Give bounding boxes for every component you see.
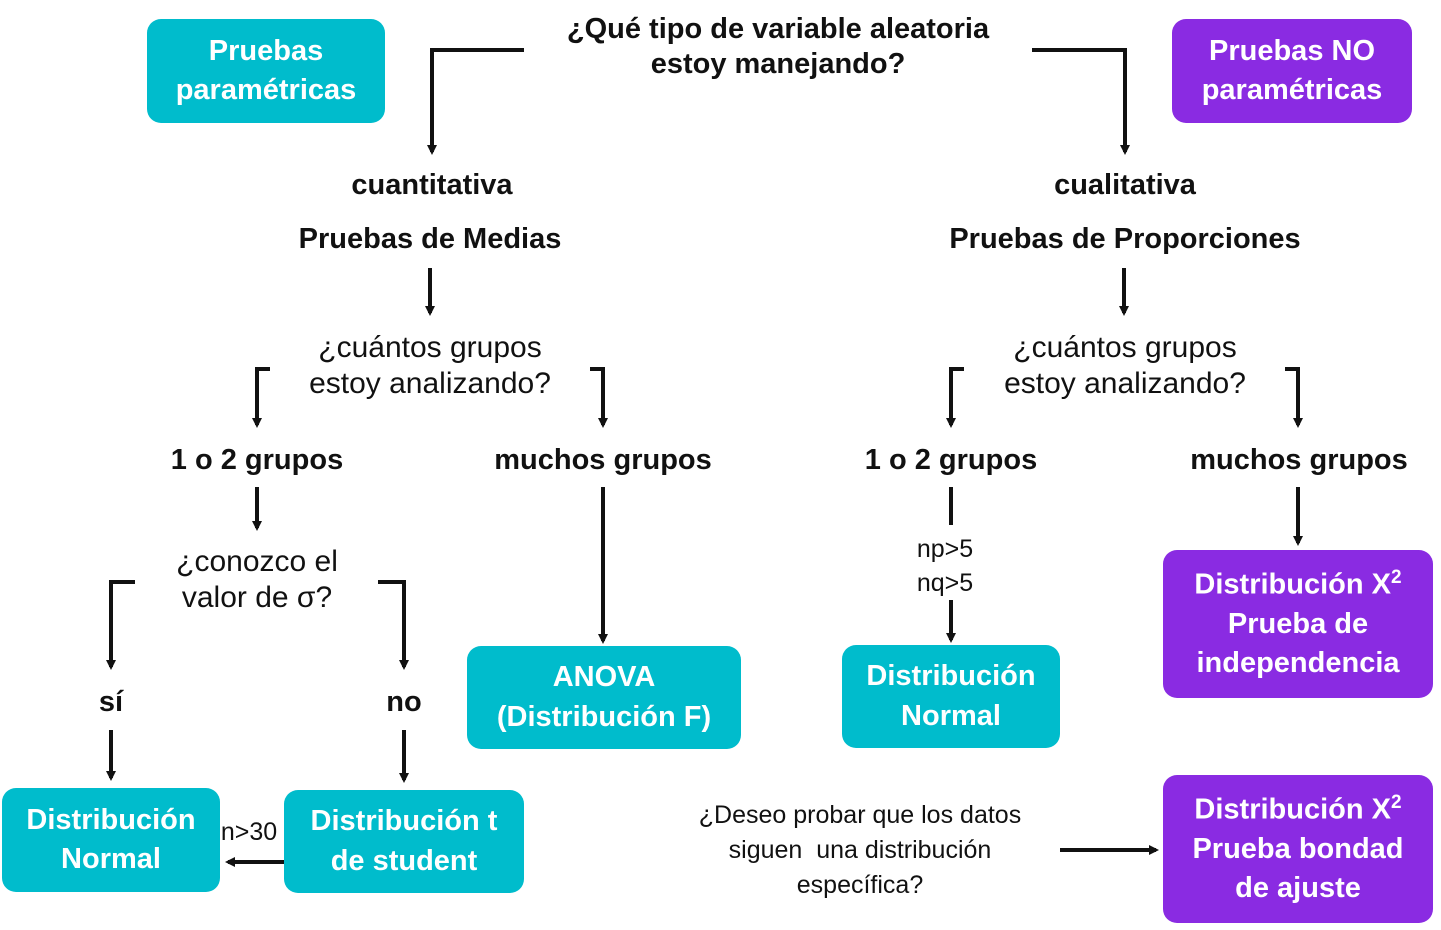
label-si: sí [98,686,124,718]
left-many-groups: muchos grupos [494,444,712,476]
box-chi-independence-line3: independencia [1196,646,1400,679]
arrow-to-cualitativa [1032,48,1130,155]
fit-question-line1: ¿Deseo probar que los datos [698,801,1022,829]
box-chi-fit: Distribución X2 Prueba bondad de ajuste [1163,775,1433,923]
box-right-normal: Distribución Normal [842,645,1060,748]
arrow-to-1o2-right [946,367,964,428]
legend-nonparametric: Pruebas NO paramétricas [1172,19,1412,123]
box-anova-line1: ANOVA [552,661,656,694]
right-groups-question: ¿cuántos grupos estoy analizando? [975,330,1275,402]
fit-question-line2: siguen una distribución [728,836,992,864]
box-chi-fit-line3: de ajuste [1235,871,1361,904]
label-no: no [386,686,422,718]
label-cualitativa: cualitativa [1054,169,1196,201]
chi-independence-title: Distribución X [1194,568,1391,601]
box-chi-independence-line1: Distribución X2 [1194,565,1401,605]
sigma-question-line1: ¿conozco el [176,545,338,578]
box-chi-fit-line2: Prueba bondad [1192,832,1404,865]
arrow-to-no [378,580,409,670]
arrow-to-muchos-left [590,367,608,428]
fit-question-line3: específica? [796,871,924,899]
label-pruebas-medias: Pruebas de Medias [298,223,562,255]
left-few-groups: 1 o 2 grupos [170,444,344,476]
box-right-normal-line1: Distribución [866,660,1036,693]
box-chi-independence-line2: Prueba de [1227,607,1369,640]
chi-fit-title: Distribución X [1194,793,1391,826]
chi-independence-superscript: 2 [1391,566,1402,588]
main-question-line1: ¿Qué tipo de variable aleatoria [566,13,990,45]
sigma-question: ¿conozco el valor de σ? [137,544,377,616]
box-t-student-line1: Distribución t [310,805,498,838]
box-left-normal-line2: Normal [61,843,161,875]
arrow-to-cuantitativa [427,48,524,155]
left-groups-question-line1: ¿cuántos grupos [318,331,542,364]
left-groups-question: ¿cuántos grupos estoy analizando? [280,330,580,402]
right-many-groups: muchos grupos [1190,444,1408,476]
box-left-normal: Distribución Normal [2,788,220,892]
chi-fit-superscript: 2 [1391,791,1402,813]
arrow-to-muchos-right [1285,367,1303,428]
nq-condition: nq>5 [916,569,974,597]
legend-parametric: Pruebas paramétricas [147,19,385,123]
box-chi-fit-line1: Distribución X2 [1194,790,1401,830]
box-anova: ANOVA (Distribución F) [467,646,741,749]
legend-nonparametric-line2: paramétricas [1201,74,1383,106]
right-groups-question-line2: estoy analizando? [1004,367,1246,400]
right-few-groups: 1 o 2 grupos [864,444,1038,476]
sigma-question-line2: valor de σ? [181,581,333,614]
right-groups-question-line1: ¿cuántos grupos [1013,331,1237,364]
legend-parametric-line1: Pruebas [208,34,324,67]
np-condition: np>5 [916,535,974,563]
label-n-condition: n>30 [220,818,278,846]
box-anova-line2: (Distribución F) [496,700,712,733]
legend-nonparametric-line1: Pruebas NO [1209,34,1375,67]
box-t-student-line2: de student [330,844,478,877]
box-right-normal-line2: Normal [901,699,1001,732]
label-cuantitativa: cuantitativa [351,169,513,201]
main-question-line2: estoy manejando? [650,47,906,80]
left-groups-question-line2: estoy analizando? [309,367,551,400]
label-pruebas-proporciones: Pruebas de Proporciones [949,223,1301,255]
box-t-student: Distribución t de student [284,790,524,893]
legend-parametric-line2: paramétricas [175,74,357,106]
fit-question: ¿Deseo probar que los datos siguen una d… [655,798,1065,903]
box-left-normal-line1: Distribución [26,803,196,836]
arrow-to-1o2-left [252,367,270,428]
box-chi-independence: Distribución X2 Prueba de independencia [1163,550,1433,698]
arrow-to-si [106,580,135,670]
main-question: ¿Qué tipo de variable aleatoria estoy ma… [528,12,1028,82]
